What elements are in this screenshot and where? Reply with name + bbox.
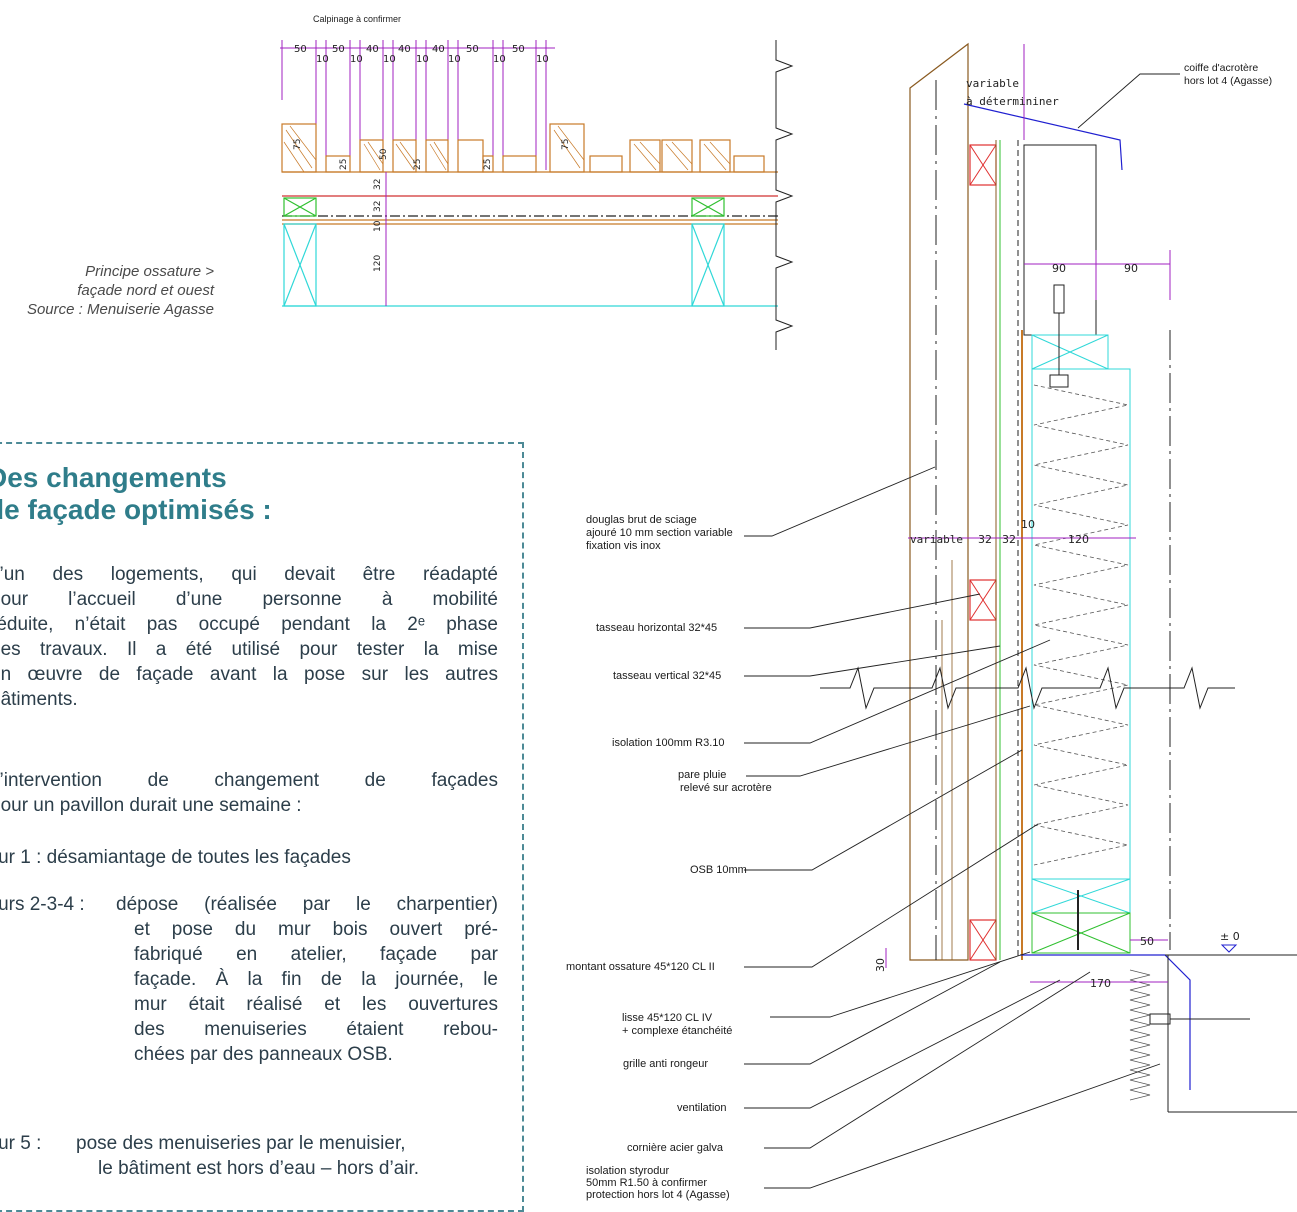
calpinage-note: Calpinage à confirmer <box>313 14 401 24</box>
svg-text:75: 75 <box>561 139 571 150</box>
svg-text:50: 50 <box>332 44 345 55</box>
svg-text:120: 120 <box>1068 533 1089 546</box>
svg-text:10: 10 <box>536 54 549 65</box>
label-douglas: douglas brut de sciage ajouré 10 mm sect… <box>586 514 733 552</box>
callout-title: Des changements de façade optimisés : <box>0 462 272 525</box>
svg-text:90: 90 <box>1124 262 1138 275</box>
svg-text:10: 10 <box>493 54 506 65</box>
svg-text:40: 40 <box>432 44 445 55</box>
svg-text:variable: variable <box>910 533 963 546</box>
label-ventilation: ventilation <box>677 1102 727 1114</box>
svg-text:32: 32 <box>373 179 383 190</box>
label-isolation: isolation 100mm R3.10 <box>612 737 725 749</box>
label-grille: grille anti rongeur <box>623 1058 708 1070</box>
svg-text:10: 10 <box>383 54 396 65</box>
section-drawing <box>820 42 1297 1113</box>
svg-text:10: 10 <box>350 54 363 65</box>
cladding-boards <box>281 123 765 173</box>
svg-text:25: 25 <box>339 159 349 170</box>
svg-text:50: 50 <box>1140 935 1154 948</box>
board-dimensions: 75 25 50 25 25 75 <box>293 139 571 170</box>
svg-text:25: 25 <box>413 159 423 170</box>
svg-text:25: 25 <box>483 159 493 170</box>
coiffe-label: coiffe d'acrotère hors lot 4 (Agasse) <box>1184 62 1273 87</box>
svg-text:10: 10 <box>316 54 329 65</box>
svg-text:à détermininer: à détermininer <box>966 95 1059 108</box>
svg-text:75: 75 <box>293 139 303 150</box>
callout-jour-5-head: Jour 5 : <box>0 1133 42 1154</box>
plan-layers <box>282 171 778 307</box>
label-lisse: lisse 45*120 CL IV + complexe étanchéité <box>622 1012 733 1037</box>
label-tasseau-vertical: tasseau vertical 32*45 <box>613 670 722 682</box>
callout-jour-5-body: pose des menuiseries par le menuisier, l… <box>76 1133 420 1179</box>
svg-text:40: 40 <box>366 44 379 55</box>
svg-text:10: 10 <box>1021 518 1035 531</box>
svg-text:50: 50 <box>379 148 389 160</box>
callout-jours-234-head: Jours 2-3-4 : <box>0 894 85 915</box>
plan-vertical-dims: 32 10 32 120 <box>373 179 383 272</box>
callout-paragraph-1: L’un des logements, qui devait être réad… <box>0 564 498 710</box>
svg-text:120: 120 <box>373 255 383 272</box>
svg-text:50: 50 <box>294 44 307 55</box>
label-montant: montant ossature 45*120 CL II <box>566 961 715 973</box>
label-pare-pluie: pare pluie relevé sur acrotère <box>678 769 772 794</box>
svg-text:30: 30 <box>874 958 887 972</box>
callout-jour-1: Jour 1 : désamiantage de toutes les faça… <box>0 847 351 868</box>
leader-lines <box>744 73 1180 1189</box>
label-styrodur: isolation styrodur 50mm R1.50 à confirme… <box>586 1165 730 1201</box>
callout-box <box>0 442 524 1212</box>
figure-caption: Principe ossature > façade nord et ouest… <box>26 263 214 318</box>
callout-paragraph-2: L’intervention de changement de façades … <box>0 770 498 816</box>
svg-text:40: 40 <box>398 44 411 55</box>
svg-text:32: 32 <box>373 201 383 212</box>
plan-battens <box>283 197 725 307</box>
svg-text:170: 170 <box>1090 977 1111 990</box>
svg-text:10: 10 <box>448 54 461 65</box>
callout-jours-234-body: dépose (réalisée par le charpentier) et … <box>116 894 498 1065</box>
label-corniere: cornière acier galva <box>627 1142 723 1154</box>
svg-text:50: 50 <box>512 44 525 55</box>
svg-text:90: 90 <box>1052 262 1066 275</box>
plan-break-line <box>775 40 794 350</box>
label-tasseau-horizontal: tasseau horizontal 32*45 <box>596 622 718 634</box>
svg-text:50: 50 <box>466 44 479 55</box>
svg-text:32: 32 <box>1002 533 1016 546</box>
svg-text:10: 10 <box>416 54 429 65</box>
dimension-values: 50 50 40 40 40 50 50 10 10 10 10 10 10 1… <box>294 44 549 65</box>
label-osb: OSB 10mm <box>690 864 747 876</box>
svg-text:± 0: ± 0 <box>1220 930 1240 943</box>
svg-text:10: 10 <box>373 220 383 232</box>
section-texts: variable à détermininer 90 90 10 variabl… <box>874 77 1240 990</box>
svg-text:32: 32 <box>978 533 992 546</box>
svg-text:variable: variable <box>966 77 1019 90</box>
